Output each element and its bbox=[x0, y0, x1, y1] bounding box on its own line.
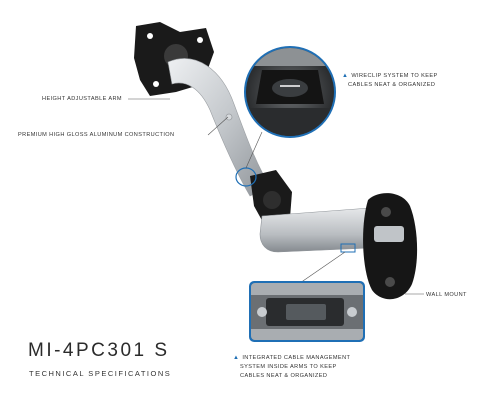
cable-mgmt-line-3: CABLES NEAT & ORGANIZED bbox=[240, 373, 328, 379]
wall-mount-bracket bbox=[363, 193, 418, 300]
wireclip-zoom-inset bbox=[244, 46, 336, 138]
cable-mgmt-zoom-inset bbox=[249, 281, 365, 342]
wireclip-line-1: WIRECLIP SYSTEM TO KEEP bbox=[351, 73, 438, 79]
product-model-title: MI-4PC301 S bbox=[28, 340, 170, 361]
triangle-bullet-icon: ▲ bbox=[342, 73, 349, 79]
callout-wall-mount: WALL MOUNT bbox=[426, 292, 467, 298]
product-subtitle: TECHNICAL SPECIFICATIONS bbox=[29, 369, 172, 378]
callout-height-adjustable-arm: HEIGHT ADJUSTABLE ARM bbox=[42, 96, 122, 102]
callout-wireclip: ▲WIRECLIP SYSTEM TO KEEP bbox=[342, 72, 438, 80]
leader-lines bbox=[128, 98, 424, 295]
callout-aluminum-construction: PREMIUM HIGH GLOSS ALUMINUM CONSTRUCTION bbox=[18, 132, 175, 138]
aluminum-marker bbox=[225, 113, 233, 121]
callout-cable-management: ▲INTEGRATED CABLE MANAGEMENT bbox=[233, 354, 350, 362]
cable-mgmt-marker bbox=[340, 243, 356, 253]
triangle-bullet-icon: ▲ bbox=[233, 355, 240, 361]
wireclip-line-2: CABLES NEAT & ORGANIZED bbox=[348, 82, 436, 88]
cable-mgmt-line-1: INTEGRATED CABLE MANAGEMENT bbox=[242, 355, 351, 361]
elbow-joint bbox=[250, 170, 292, 224]
cable-mgmt-line-2: SYSTEM INSIDE ARMS TO KEEP bbox=[240, 364, 337, 370]
